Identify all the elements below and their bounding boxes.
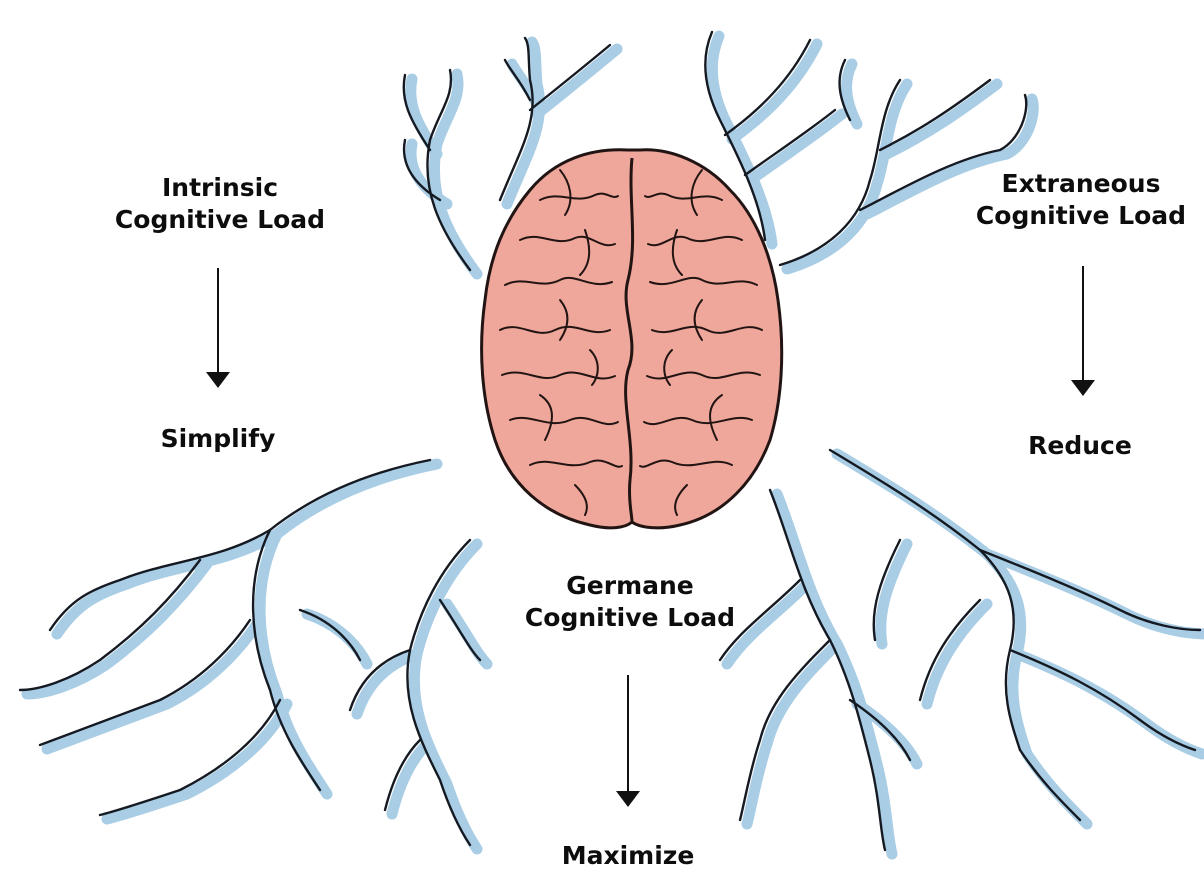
extraneous-load-action: Reduce xyxy=(1028,430,1132,462)
down-arrow-icon xyxy=(616,675,640,807)
intrinsic-load-title: Intrinsic Cognitive Load xyxy=(115,172,325,236)
germane-title-line2: Cognitive Load xyxy=(525,602,735,634)
extraneous-title-line1: Extraneous xyxy=(976,168,1186,200)
germane-load-title: Germane Cognitive Load xyxy=(525,570,735,634)
intrinsic-load-action: Simplify xyxy=(161,423,276,455)
extraneous-load-title: Extraneous Cognitive Load xyxy=(976,168,1186,232)
brain-icon xyxy=(482,150,782,528)
intrinsic-title-line1: Intrinsic xyxy=(115,172,325,204)
extraneous-title-line2: Cognitive Load xyxy=(976,200,1186,232)
germane-load-action: Maximize xyxy=(562,840,695,872)
intrinsic-title-line2: Cognitive Load xyxy=(115,204,325,236)
down-arrow-icon xyxy=(1071,266,1095,396)
down-arrow-icon xyxy=(206,268,230,388)
germane-title-line1: Germane xyxy=(525,570,735,602)
